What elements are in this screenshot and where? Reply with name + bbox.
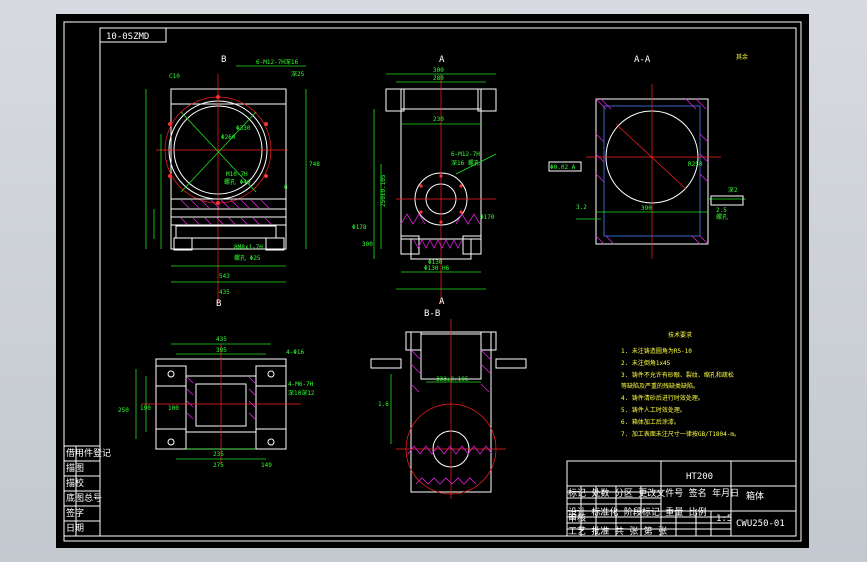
tech-item: 1. 未注铸造圆角为R5-10 [621,347,692,355]
section-bb-label: B-B [424,309,440,319]
strip-item: 日期 [66,523,84,534]
side-teeth-hatch [400,213,481,225]
svg-text:螺孔 Φ25: 螺孔 Φ25 [234,254,261,262]
section-aa: A-A R250 Φ0.02 A 390 3.2 深2 2.5 螺孔 [548,55,746,259]
front-body [170,88,287,250]
material-text: HT200 [686,472,713,482]
svg-text:A: A [439,297,445,307]
top-dim-lines [135,343,271,460]
svg-text:235: 235 [213,451,224,458]
svg-text:748: 748 [309,161,320,168]
svg-text:435: 435 [216,336,227,343]
svg-text:Φ178: Φ178 [352,224,367,231]
tech-item: 4. 铸件清砂后进行时效处理。 [621,394,704,402]
title-row-1: 设计 标准化 阶段标记 重量 比例 [568,506,707,518]
tech-item: 6. 箱体加工后涂漆。 [621,418,680,426]
code-box-text: 10-0SZMD [106,32,149,42]
section-bb: B-B 333±0.105 1.6 [370,309,527,499]
svg-text:6: 6 [284,184,288,191]
svg-text:435: 435 [219,289,230,296]
section-aa-label: A-A [634,55,651,65]
svg-text:300: 300 [433,67,444,74]
other-marking: 其余 [736,53,748,61]
svg-text:6-M12-7H深16: 6-M12-7H深16 [256,58,299,66]
svg-text:300: 300 [362,241,373,248]
svg-text:190: 190 [140,405,151,412]
strip-item: 借用件登记 [66,447,111,459]
svg-text:250±0.105: 250±0.105 [380,174,387,207]
svg-text:8M8x1-7H: 8M8x1-7H [234,244,263,251]
code-box [99,27,167,43]
svg-text:Φ260: Φ260 [221,134,236,141]
svg-text:1.6: 1.6 [378,401,389,408]
svg-text:Φ0.02 A: Φ0.02 A [550,164,576,171]
svg-text:R250: R250 [688,161,703,168]
svg-text:A: A [439,55,445,65]
side-strip: 借用件登记 描图 描校 底图总号 签字 日期 [63,445,111,537]
strip-item: 底图总号 [66,492,102,504]
part-name: 箱体 [746,490,764,502]
scale-text: 1:5 [716,514,732,524]
title-row-3: 工艺 批准 共 张 第 张 [568,525,667,537]
svg-text:230: 230 [433,116,444,123]
svg-text:深25: 深25 [291,70,305,78]
svg-text:100: 100 [168,405,179,412]
svg-text:Φ130: Φ130 [428,259,443,266]
title-row-0: 标记 处数 分区 更改文件号 签名 年月日 [568,487,739,499]
svg-text:543: 543 [219,273,230,280]
svg-text:Φ130 H6: Φ130 H6 [424,265,450,272]
strip-item: 描校 [66,477,84,489]
svg-text:395: 395 [216,347,227,354]
tech-item: 7. 加工表面未注尺寸一律按GB/T1804-m。 [621,430,740,438]
svg-text:B: B [216,299,221,309]
strip-item: 签字 [66,507,84,519]
svg-text:149: 149 [261,462,272,469]
title-row-2: 审核 [568,512,586,524]
svg-text:6-M12-7H: 6-M12-7H [451,151,480,158]
svg-text:Φ170: Φ170 [480,214,495,221]
svg-text:螺孔: 螺孔 [716,213,728,221]
tech-item: 等缺陷及严重的残缺类缺陷。 [621,382,699,390]
top-view: 435 395 4-Φ16 4-M6-7H 深10深12 250 190 100… [118,336,315,469]
front-hatch [180,199,272,225]
drawing-number: CWU250-01 [736,519,785,529]
strip-item: 描图 [66,462,84,474]
svg-text:深16 螺孔: 深16 螺孔 [451,159,480,167]
svg-text:Φ330: Φ330 [236,125,251,132]
svg-text:深10深12: 深10深12 [288,389,315,397]
tech-item: 5. 铸件人工时效处理。 [621,406,686,414]
tech-item: 3. 铸件不允许有砂眼、裂纹、缩孔和疏松 [621,371,734,379]
svg-text:2.5: 2.5 [716,207,727,214]
inner-frame [99,27,797,537]
drawing-canvas: 10-0SZMD 其余 [63,21,802,542]
side-view: 300 280 230 6-M12-7H 深16 螺孔 250±0.105 Φ1… [352,55,497,307]
svg-text:M10-7H: M10-7H [226,171,248,178]
svg-text:4-Φ16: 4-Φ16 [286,349,304,356]
tech-requirements: 技术要求 1. 未注铸造圆角为R5-10 2. 未注倒角1x45 3. 铸件不允… [621,331,740,438]
front-ribs [171,198,286,239]
svg-text:螺孔 Φ40: 螺孔 Φ40 [224,178,251,186]
svg-text:275: 275 [213,462,224,469]
front-dim-lines [145,65,307,283]
front-bolt-holes [168,95,268,205]
svg-text:深2: 深2 [728,186,738,194]
bb-teeth [407,445,493,485]
title-block: HT200 箱体 CWU250-01 标记 处数 分区 更改文件号 签名 年月日… [566,460,797,537]
svg-text:3.2: 3.2 [576,204,587,211]
svg-text:390: 390 [641,205,652,212]
outer-frame [63,21,802,542]
front-view: C10 6-M12-7H深16 深25 Φ260 Φ330 748 M10-7H… [145,55,320,309]
svg-text:250: 250 [118,407,129,414]
cad-viewport[interactable]: 10-0SZMD 其余 [56,14,809,548]
tech-title: 技术要求 [668,331,692,339]
svg-text:280: 280 [433,75,444,82]
svg-text:4-M6-7H: 4-M6-7H [288,381,314,388]
svg-text:C10: C10 [169,73,180,80]
side-dim-lines [373,73,497,290]
tech-item: 2. 未注倒角1x45 [621,359,671,367]
aa-hatch [595,98,709,245]
svg-text:B: B [221,55,226,65]
svg-text:333±0.105: 333±0.105 [436,376,469,383]
